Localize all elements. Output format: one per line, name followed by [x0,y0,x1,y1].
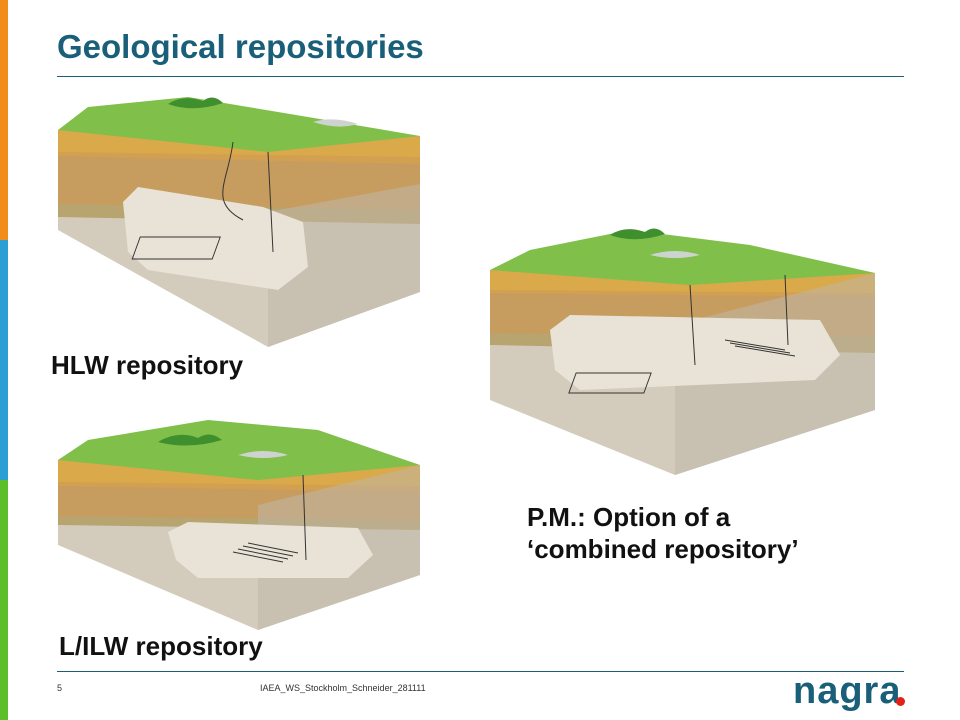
combined-repository-label-line1: P.M.: Option of a [527,502,731,532]
footer-divider [57,671,904,672]
hlw-repository-illustration [58,97,420,347]
slide-title: Geological repositories [57,28,424,65]
page-number: 5 [57,683,63,693]
combined-repository-illustration [490,228,875,475]
accent-stripe-blue [0,240,8,480]
title-divider [57,76,904,77]
combined-repository-label-line2: ‘combined repository’ [527,534,799,564]
hlw-repository-label: HLW repository [51,350,244,380]
lilw-repository-illustration [58,420,420,630]
lilw-repository-label: L/ILW repository [59,631,263,661]
accent-stripe-green [0,480,8,720]
nagra-logo: nagra [793,670,902,712]
footer-reference: IAEA_WS_Stockholm_Schneider_281111 [260,683,426,693]
logo-dot-icon [896,697,905,706]
accent-stripe-orange [0,0,8,240]
